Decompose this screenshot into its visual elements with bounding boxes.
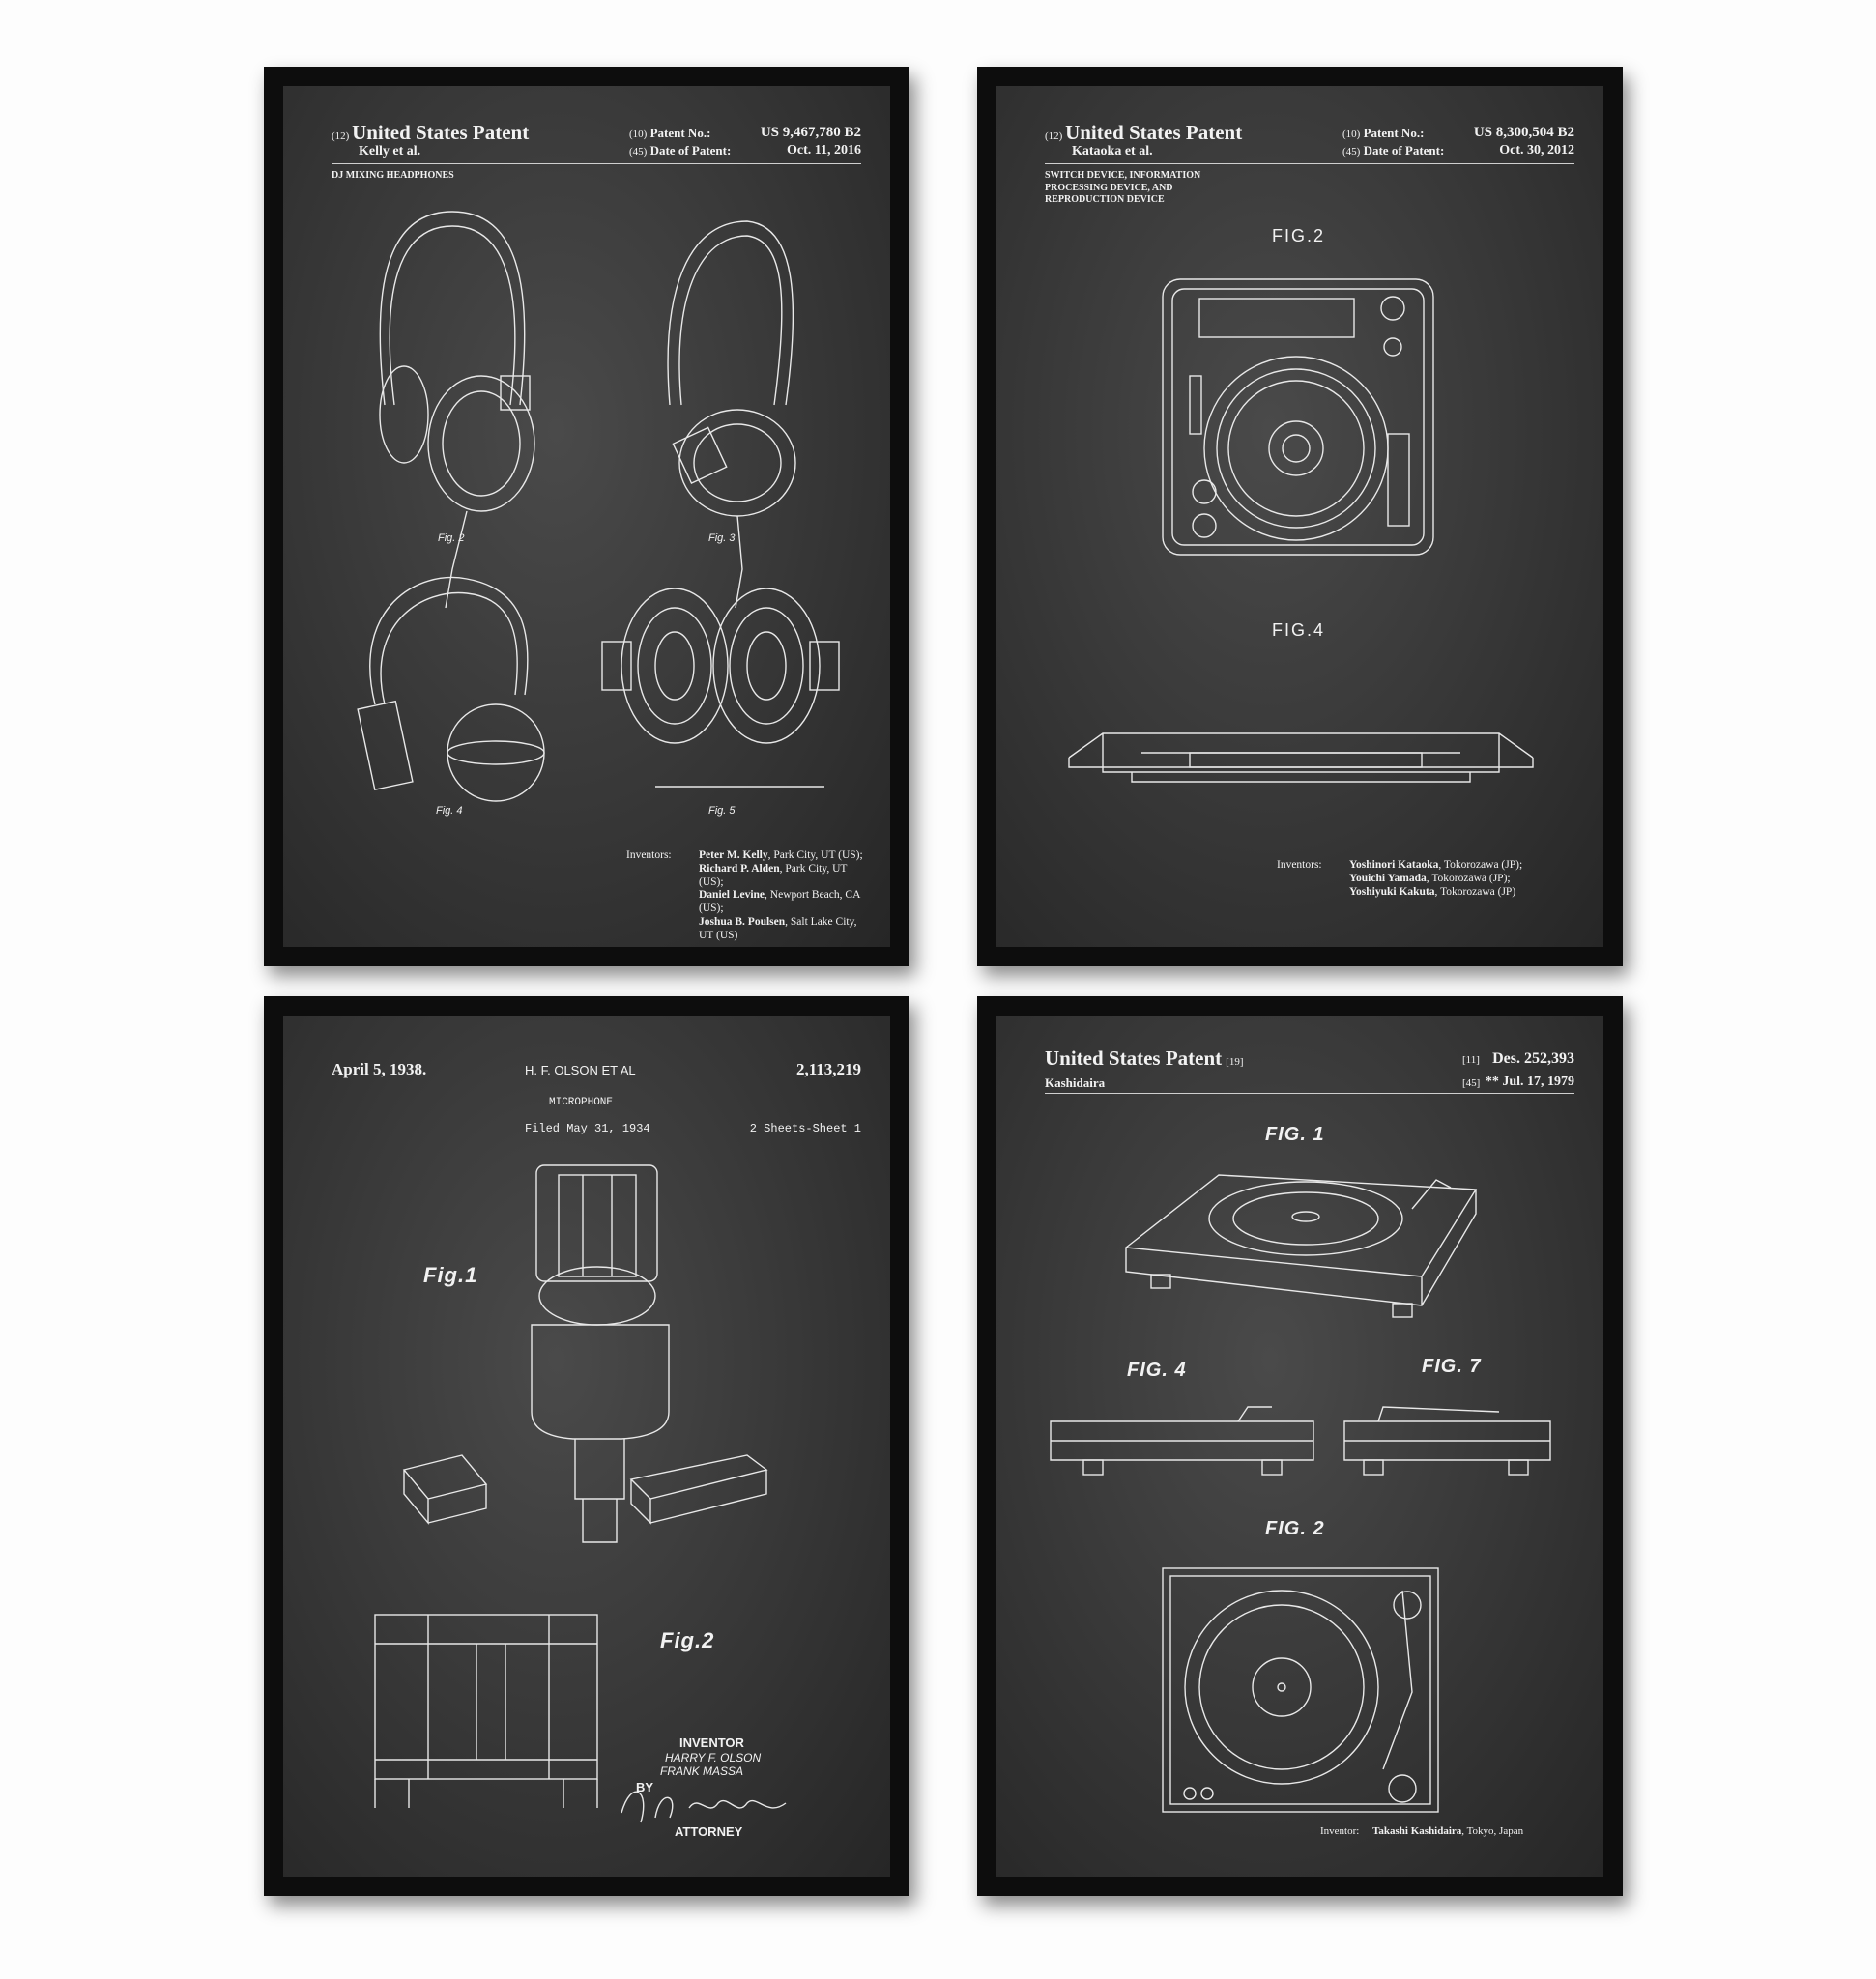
- figure-label: FIG. 2: [1265, 1518, 1325, 1539]
- inventor-name: Takashi Kashidaira: [1372, 1825, 1462, 1837]
- framed-poster-dj-headphones: (12) United States Patent Kelly et al. (…: [264, 67, 909, 966]
- patent-no-label: Patent No.:: [1363, 126, 1425, 140]
- header-rule: [332, 163, 861, 164]
- figure-label: Fig. 5: [708, 805, 736, 817]
- patent-title: United States Patent: [352, 121, 530, 144]
- code-45: (45): [1342, 146, 1361, 158]
- inventor-place: , Newport Beach, CA (US);: [699, 889, 860, 915]
- inventor-name: Yoshiyuki Kakuta: [1349, 885, 1435, 898]
- patent-author: Kelly et al.: [359, 144, 421, 158]
- patent-author: Kashidaira: [1045, 1076, 1106, 1090]
- patent-number: US 9,467,780 B2: [760, 125, 861, 140]
- figure-label: FIG. 4: [1127, 1360, 1187, 1381]
- inventor-label: Inventor:: [1320, 1825, 1360, 1837]
- date-label: Date of Patent:: [649, 143, 732, 158]
- patent-title: United States Patent: [1065, 121, 1243, 144]
- inventor-name: Richard P. Alden: [699, 862, 780, 875]
- figure-label: Fig. 2: [438, 532, 465, 544]
- figure-label: FIG. 7: [1422, 1356, 1482, 1377]
- patent-poster: (12) United States Patent Kataoka et al.…: [996, 86, 1603, 947]
- inventor-place: , Tokorozawa (JP): [1434, 885, 1516, 898]
- framed-poster-turntable: United States Patent [19] Kashidaira [11…: [977, 996, 1623, 1896]
- subject-line: PROCESSING DEVICE, AND: [1045, 182, 1173, 193]
- patent-author: H. F. OLSON ET AL: [525, 1063, 636, 1077]
- sheet-count: 2 Sheets-Sheet 1: [749, 1122, 861, 1135]
- inventor-place: , Tokyo, Japan: [1461, 1825, 1524, 1837]
- patent-poster: April 5, 1938. H. F. OLSON ET AL 2,113,2…: [283, 1016, 890, 1877]
- filed-date: Filed May 31, 1934: [525, 1122, 650, 1135]
- cd-player-drawing: [1068, 278, 1534, 783]
- figure-label: Fig.2: [660, 1628, 715, 1652]
- patent-date: April 5, 1938.: [332, 1060, 427, 1078]
- inventor-place: , Salt Lake City, UT (US): [699, 915, 857, 941]
- patent-date: Oct. 11, 2016: [787, 143, 861, 158]
- figure-label: FIG.2: [1272, 226, 1326, 245]
- code-12: (12): [332, 130, 350, 142]
- code-10: (10): [629, 129, 648, 140]
- inventors-label: Inventors:: [626, 849, 672, 861]
- subject-line: SWITCH DEVICE, INFORMATION: [1045, 170, 1201, 181]
- figure-label: Fig.1: [423, 1263, 478, 1287]
- inventor-place: , Tokorozawa (JP);: [1426, 872, 1511, 884]
- inventor-place: , Park City, UT (US);: [767, 849, 863, 861]
- inventor-name: HARRY F. OLSON: [665, 1751, 762, 1764]
- turntable-drawing: [1050, 1174, 1551, 1813]
- attorney-label: ATTORNEY: [675, 1824, 743, 1839]
- figure-label: Fig. 4: [436, 805, 463, 817]
- patent-title: United States Patent: [1045, 1047, 1223, 1070]
- patent-date: ** Jul. 17, 1979: [1485, 1075, 1574, 1089]
- inventor-label: INVENTOR: [679, 1735, 744, 1750]
- header-rule: [1045, 1093, 1574, 1094]
- microphone-drawing: [374, 1164, 787, 1823]
- inventors-block: Inventors: Peter M. Kelly, Park City, UT…: [626, 849, 868, 943]
- patent-subject: SWITCH DEVICE, INFORMATION PROCESSING DE…: [1045, 170, 1200, 207]
- date-label: Date of Patent:: [1363, 143, 1445, 158]
- patent-number: Des. 252,393: [1492, 1050, 1574, 1067]
- by-label: BY: [636, 1780, 654, 1794]
- subject-line: REPRODUCTION DEVICE: [1045, 194, 1165, 205]
- patent-author: Kataoka et al.: [1072, 144, 1153, 158]
- inventor-place: , Park City, UT (US);: [699, 862, 848, 888]
- patent-subject: DJ MIXING HEADPHONES: [332, 170, 454, 181]
- code-11: [11]: [1462, 1054, 1480, 1066]
- inventor-name: Peter M. Kelly: [699, 849, 768, 861]
- inventor-name: Yoshinori Kataoka: [1349, 859, 1439, 871]
- inventors-block: Inventors: Yoshinori Kataoka, Tokorozawa…: [1277, 859, 1586, 899]
- framed-poster-cd-player: (12) United States Patent Kataoka et al.…: [977, 67, 1623, 966]
- patent-date: Oct. 30, 2012: [1499, 143, 1574, 158]
- inventor-line: Inventor: Takashi Kashidaira, Tokyo, Jap…: [1320, 1825, 1523, 1837]
- inventor-name: Youichi Yamada: [1349, 872, 1427, 884]
- patent-number: US 8,300,504 B2: [1473, 125, 1574, 140]
- patent-poster: United States Patent [19] Kashidaira [11…: [996, 1016, 1603, 1877]
- patent-poster: (12) United States Patent Kelly et al. (…: [283, 86, 890, 947]
- code-10: (10): [1342, 129, 1361, 140]
- inventors-label: Inventors:: [1277, 859, 1322, 871]
- figure-label: FIG.4: [1272, 620, 1326, 640]
- code-12: (12): [1045, 130, 1063, 142]
- figure-label: FIG. 1: [1265, 1124, 1325, 1145]
- code-45: (45): [629, 146, 648, 158]
- header-rule: [1045, 163, 1574, 164]
- patent-subject: MICROPHONE: [549, 1097, 614, 1108]
- inventor-name: Daniel Levine: [699, 889, 765, 902]
- patent-number: 2,113,219: [795, 1060, 861, 1078]
- inventor-place: , Tokorozawa (JP);: [1438, 859, 1523, 871]
- framed-poster-microphone: April 5, 1938. H. F. OLSON ET AL 2,113,2…: [264, 996, 909, 1896]
- headphones-drawing: [357, 211, 840, 802]
- inventor-name: Joshua B. Poulsen: [699, 915, 786, 928]
- figure-label: Fig. 3: [708, 532, 736, 544]
- code-19: [19]: [1226, 1056, 1244, 1068]
- inventor-name: FRANK MASSA: [660, 1764, 744, 1778]
- patent-no-label: Patent No.:: [649, 126, 711, 140]
- code-45: [45]: [1462, 1077, 1481, 1089]
